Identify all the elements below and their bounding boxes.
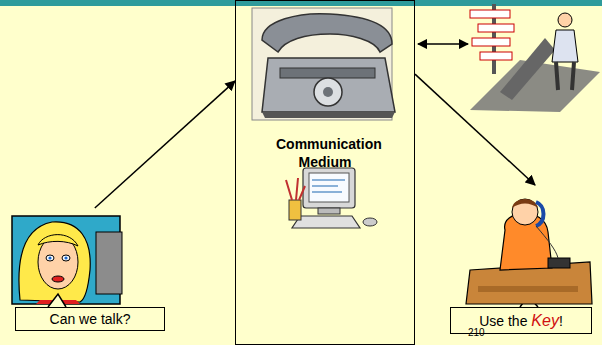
page-number: 210 bbox=[468, 327, 485, 338]
speech-callout: Use the Key! bbox=[445, 185, 595, 337]
medium-title: Communication Medium bbox=[236, 135, 414, 171]
link-arrow bbox=[418, 43, 468, 45]
callout-tail bbox=[48, 294, 66, 307]
callout-frame: Can we talk? bbox=[15, 307, 165, 331]
flow-arrow bbox=[415, 74, 535, 185]
flow-arrow bbox=[95, 81, 235, 208]
signpost-clipart bbox=[470, 4, 600, 112]
callout-text: Use the Key! bbox=[479, 312, 563, 330]
speech-callout: Can we talk? bbox=[10, 208, 170, 333]
man-phone-clipart bbox=[466, 199, 592, 304]
computer-clipart bbox=[286, 168, 377, 228]
woman-clipart bbox=[12, 216, 122, 304]
telephone-clipart bbox=[252, 8, 395, 120]
medium-box: Communication Medium bbox=[235, 0, 415, 345]
callout-text: Can we talk? bbox=[50, 311, 131, 327]
